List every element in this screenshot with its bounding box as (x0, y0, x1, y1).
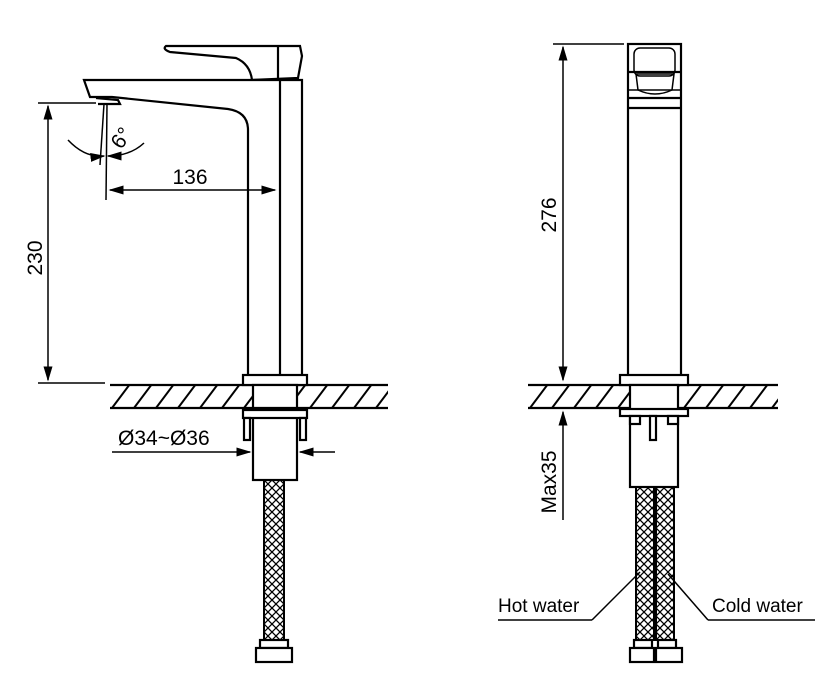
dimension-max35: Max35 (538, 410, 568, 520)
hole-diameter-label: Ø34~Ø36 (118, 427, 210, 450)
hot-hose (635, 486, 655, 641)
hot-water-label: Hot water (498, 596, 580, 617)
front-view: 276 Max35 Hot water Cold water (498, 42, 815, 664)
countertop-left (110, 383, 388, 410)
cold-water-label: Cold water (712, 596, 803, 617)
reach-136-label: 136 (172, 166, 207, 189)
angle-6-label: 6° (106, 123, 136, 153)
height-276-label: 276 (538, 197, 561, 232)
hot-water-callout: Hot water (498, 571, 641, 621)
side-view: 230 136 6° Ø34~Ø36 (24, 44, 388, 664)
faucet-side-body (82, 44, 309, 664)
dimension-height-276: 276 (538, 43, 624, 382)
dimension-hole-diameter: Ø34~Ø36 (112, 427, 335, 457)
dimension-height-230: 230 (24, 102, 105, 384)
max35-label: Max35 (538, 450, 561, 513)
cold-hose (655, 486, 675, 641)
faucet-front-body (618, 42, 690, 664)
cold-water-callout: Cold water (667, 573, 815, 621)
height-230-label: 230 (24, 240, 47, 275)
